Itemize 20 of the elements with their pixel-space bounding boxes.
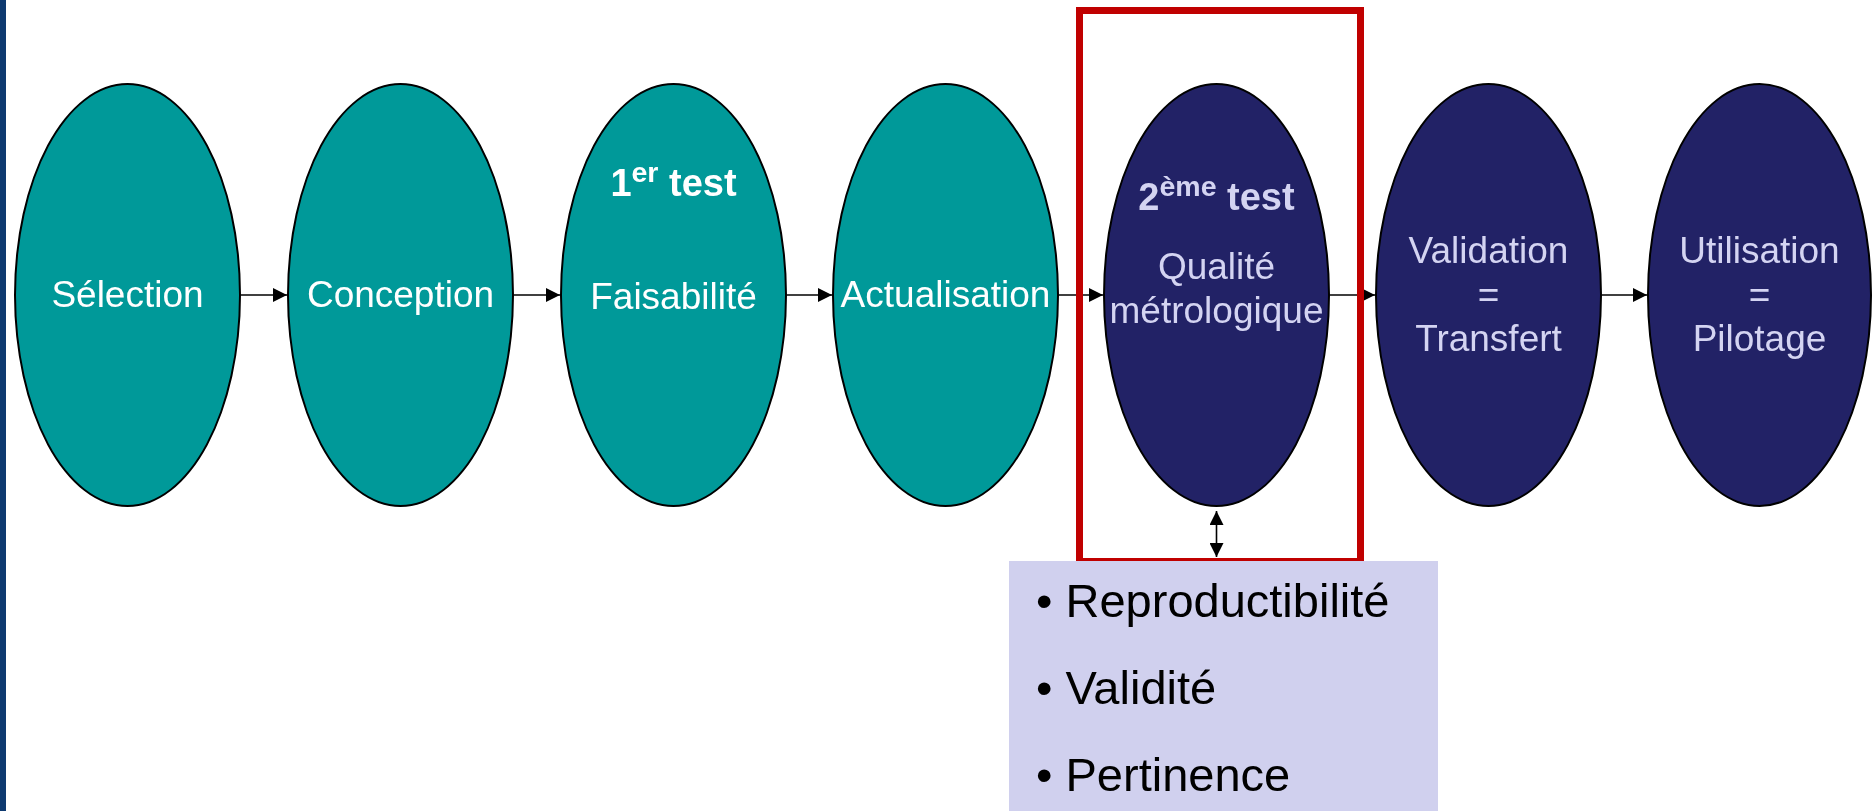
criteria-item: • Reproductibilité: [1036, 573, 1391, 629]
criteria-item: • Pertinence: [1036, 747, 1292, 803]
step-label: Validation = Transfert: [1408, 229, 1569, 361]
arrow: [1329, 288, 1376, 302]
step-label: Sélection: [51, 273, 204, 317]
step-label: Faisabilité: [590, 275, 757, 319]
criteria-item: • Validité: [1036, 660, 1218, 716]
step-label: Actualisation: [840, 273, 1051, 317]
arrow: [1601, 288, 1648, 302]
criteria-box: [1009, 561, 1438, 811]
arrow: [513, 288, 561, 302]
step-label: Qualité métrologique: [1109, 245, 1324, 333]
step-label: Conception: [306, 273, 495, 317]
arrow: [1058, 288, 1104, 302]
arrow: [786, 288, 833, 302]
test-heading: 2$^{ème}$ test: [1138, 175, 1295, 219]
test-heading: 1$^{er}$ test: [610, 161, 737, 205]
arrow: [1209, 510, 1224, 558]
arrow: [240, 288, 288, 302]
step-label: Utilisation = Pilotage: [1679, 229, 1840, 361]
